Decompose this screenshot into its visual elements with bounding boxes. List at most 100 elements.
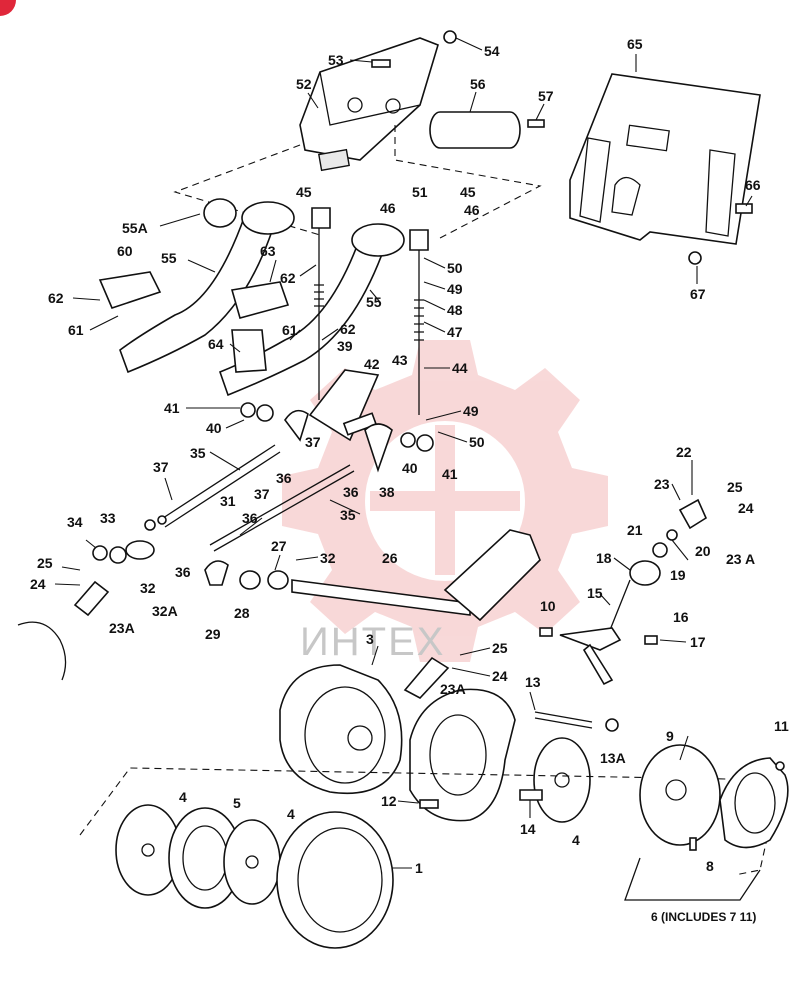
callout-38: 38 — [379, 484, 395, 500]
callout-61b: 61 — [282, 322, 298, 338]
brake-plate-9 — [639, 744, 721, 846]
callout-53: 53 — [328, 52, 344, 68]
callout-40b: 40 — [402, 460, 418, 476]
callout-33: 33 — [100, 510, 116, 526]
callout-23a-left: 23A — [109, 620, 135, 636]
callout-34: 34 — [67, 514, 83, 530]
callout-62b: 62 — [48, 290, 64, 306]
callout-62c: 62 — [340, 321, 356, 337]
callout-23: 23 — [654, 476, 670, 492]
callout-55a: 55A — [122, 220, 148, 236]
shaft-14 — [519, 789, 543, 801]
callout-5: 5 — [233, 795, 241, 811]
callout-15: 15 — [587, 585, 603, 601]
bolt-53 — [371, 59, 391, 68]
screw-11 — [775, 761, 785, 771]
callout-45b: 45 — [460, 184, 476, 200]
nut-67 — [688, 251, 702, 265]
callout-32c: 32A — [152, 603, 178, 619]
rod-13 — [534, 711, 619, 732]
linkage-assembly — [311, 207, 429, 415]
callout-24c: 24 — [492, 668, 508, 684]
pedal-pad-63 — [230, 281, 290, 319]
callout-40a: 40 — [206, 420, 222, 436]
callout-4c: 4 — [572, 832, 580, 848]
bracket-plate-39 — [308, 369, 380, 442]
callout-3: 3 — [366, 631, 374, 647]
includes-note: 6 (INCLUDES 7 11) — [651, 910, 757, 924]
pedal-pad-60 — [98, 271, 162, 309]
callout-19: 19 — [670, 567, 686, 583]
callout-67: 67 — [690, 286, 706, 302]
callout-37a: 37 — [305, 434, 321, 450]
callout-57: 57 — [538, 88, 554, 104]
callout-32a: 32 — [320, 550, 336, 566]
callout-43: 43 — [392, 352, 408, 368]
callout-4a: 4 — [179, 789, 187, 805]
rods-35 — [144, 444, 355, 552]
callout-41a: 41 — [164, 400, 180, 416]
brake-disc-4-left — [115, 804, 181, 896]
callout-50b: 50 — [469, 434, 485, 450]
callout-62a: 62 — [280, 270, 296, 286]
disc-4-center — [533, 737, 591, 823]
callout-47: 47 — [447, 324, 463, 340]
callout-49b: 49 — [463, 403, 479, 419]
callout-60: 60 — [117, 243, 133, 259]
callout-37c: 37 — [254, 486, 270, 502]
callout-51: 51 — [412, 184, 428, 200]
nut-54 — [443, 30, 457, 44]
callout-65: 65 — [627, 36, 643, 52]
pin-8 — [689, 837, 697, 851]
rings-33-34 — [92, 540, 155, 564]
callout-27: 27 — [271, 538, 287, 554]
callout-31: 31 — [220, 493, 236, 509]
callout-56: 56 — [470, 76, 486, 92]
callout-4b: 4 — [287, 806, 295, 822]
clevis-23a-left — [17, 580, 110, 681]
pedal-bracket-64 — [231, 329, 267, 373]
callout-32b: 32 — [140, 580, 156, 596]
adjuster-assembly — [539, 498, 708, 686]
washers-40-41 — [240, 402, 434, 452]
callout-12: 12 — [381, 793, 397, 809]
callout-36d: 36 — [175, 564, 191, 580]
callout-52: 52 — [296, 76, 312, 92]
callout-23a-center: 23A — [440, 681, 466, 697]
callout-9: 9 — [666, 728, 674, 744]
callout-44: 44 — [452, 360, 468, 376]
brake-band — [719, 757, 789, 849]
brake-housing-3 — [279, 664, 403, 795]
callout-16: 16 — [673, 609, 689, 625]
callout-63: 63 — [260, 243, 276, 259]
callout-8: 8 — [706, 858, 714, 874]
callout-49a: 49 — [447, 281, 463, 297]
callout-36b: 36 — [343, 484, 359, 500]
lever-29 — [204, 560, 229, 586]
callout-50a: 50 — [447, 260, 463, 276]
callout-25b: 25 — [727, 479, 743, 495]
callout-39: 39 — [337, 338, 353, 354]
backing-plate — [409, 688, 516, 822]
callout-13: 13 — [525, 674, 541, 690]
callout-35a: 35 — [190, 445, 206, 461]
callout-42: 42 — [364, 356, 380, 372]
bolt-66 — [735, 203, 753, 214]
callout-21: 21 — [627, 522, 643, 538]
levers-38 — [284, 409, 393, 473]
brake-drum-1 — [276, 811, 394, 949]
callout-66: 66 — [745, 177, 761, 193]
callout-10: 10 — [540, 598, 556, 614]
callout-11: 11 — [774, 718, 789, 734]
callout-35b: 35 — [340, 507, 356, 523]
callout-61a: 61 — [68, 322, 84, 338]
callout-13a: 13A — [600, 750, 626, 766]
watermark-text: ИНТЕХ — [300, 620, 445, 664]
callout-45a: 45 — [296, 184, 312, 200]
callout-24b: 24 — [738, 500, 754, 516]
clevis-23a-center — [403, 656, 450, 699]
callout-18: 18 — [596, 550, 612, 566]
callout-37b: 37 — [153, 459, 169, 475]
